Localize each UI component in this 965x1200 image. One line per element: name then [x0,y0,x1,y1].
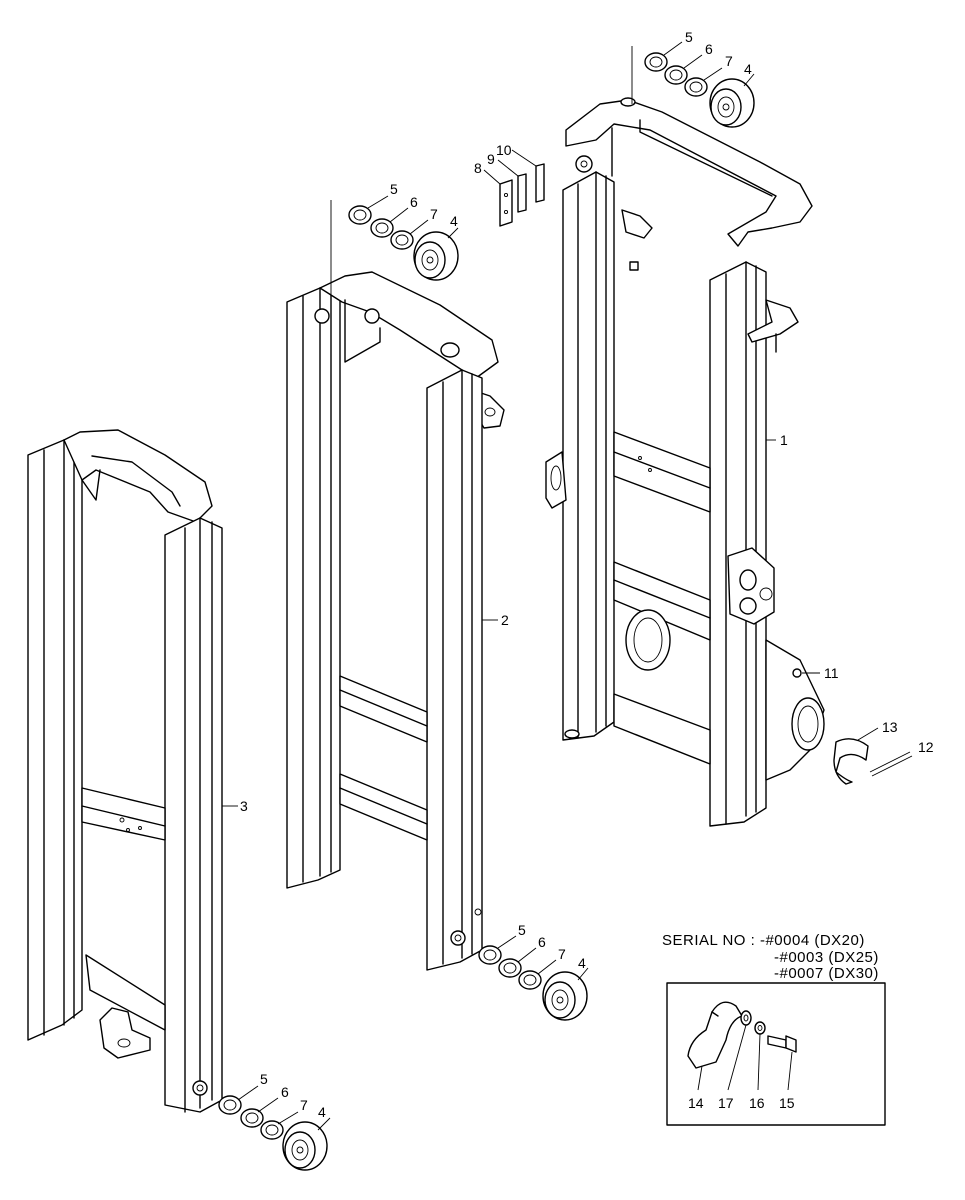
callout-10: 10 [496,142,512,158]
callout-5-mt: 5 [390,181,398,197]
callout-14: 14 [688,1095,704,1111]
roller-set-middle-top: 5 6 7 4 [348,181,459,281]
callout-3: 3 [240,798,248,814]
trunnion-parts-11-12-13: 11 13 12 [792,665,934,785]
callout-15: 15 [779,1095,795,1111]
callout-7-bl: 7 [300,1097,308,1113]
roller-set-middle-bottom: 5 6 7 4 [478,922,589,1021]
callout-16: 16 [749,1095,765,1111]
inset-detail-box: 14 17 16 15 [666,982,886,1126]
callout-8: 8 [474,160,482,176]
serial-number-note: SERIAL NO : -#0004 (DX20) -#0003 (DX25) … [662,932,879,982]
callout-6-tr: 6 [705,41,713,57]
callout-5-mb: 5 [518,922,526,938]
callout-7-mb: 7 [558,946,566,962]
callout-4-bl: 4 [318,1104,326,1120]
callout-7-tr: 7 [725,53,733,69]
callout-4-tr: 4 [744,61,752,77]
intermediate-mast-part-2: 2 [286,200,509,971]
callout-7-mt: 7 [430,206,438,222]
callout-9: 9 [487,151,495,167]
callout-6-bl: 6 [281,1084,289,1100]
serial-line-3: -#0007 (DX30) [774,965,879,982]
callout-13: 13 [882,719,898,735]
outer-mast-part-1: 1 [545,46,825,827]
callout-17: 17 [718,1095,734,1111]
callout-6-mb: 6 [538,934,546,950]
callout-5-tr: 5 [685,29,693,45]
inner-mast-part-3: 3 [27,429,248,1113]
callout-12: 12 [918,739,934,755]
callout-11: 11 [824,665,839,681]
roller-set-top-right: 5 6 7 4 [644,29,755,128]
callout-4-mb: 4 [578,955,586,971]
roller-set-bottom-left: 5 6 7 4 [218,1071,331,1171]
serial-line-2: -#0003 (DX25) [774,949,879,966]
serial-line-1: SERIAL NO : -#0004 (DX20) [662,932,865,949]
shim-plates-8-9-10: 8 9 10 [474,142,545,227]
callout-6-mt: 6 [410,194,418,210]
callout-5-bl: 5 [260,1071,268,1087]
callout-1: 1 [780,432,788,448]
callout-4-mt: 4 [450,213,458,229]
callout-2: 2 [501,612,509,628]
